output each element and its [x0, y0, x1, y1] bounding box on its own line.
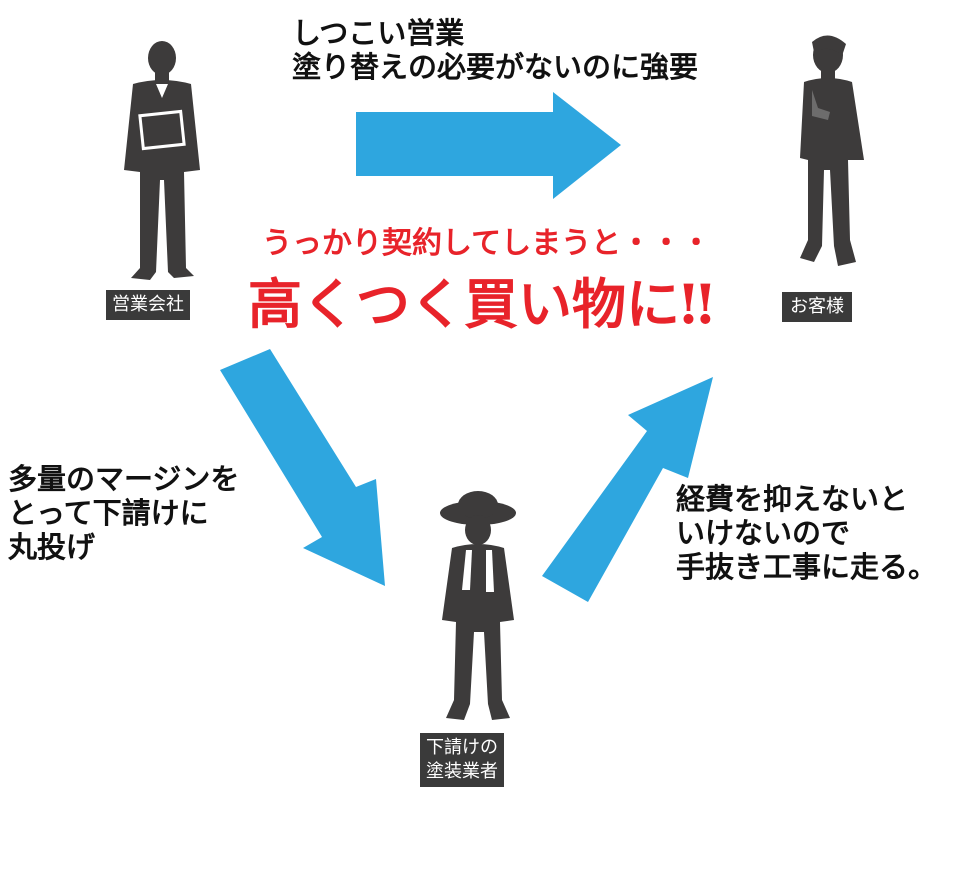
left-annotation-line-3: 丸投げ [8, 530, 96, 564]
right-annotation-line-1: 経費を抑えないと [676, 482, 909, 516]
top-annotation-line-2: 塗り替えの必要がないのに強要 [292, 50, 699, 84]
left-annotation: 多量のマージンを とって下請けに 丸投げ [8, 462, 239, 564]
headline-warning: うっかり契約してしまうと・・・ [262, 226, 712, 261]
left-annotation-line-1: 多量のマージンを [8, 462, 240, 496]
right-annotation-line-2: いけないので [676, 516, 851, 550]
arrow-sales-to-subcontractor [220, 349, 385, 586]
badge-customer-label: お客様 [790, 296, 844, 317]
businessman-silhouette-icon [124, 41, 200, 280]
badge-sales-company-label: 営業会社 [112, 294, 184, 315]
badge-subcontractor: 下請けの 塗装業者 [420, 733, 504, 787]
arrow-subcontractor-to-customer [542, 377, 713, 602]
badge-customer: お客様 [782, 292, 852, 322]
left-annotation-line-2: とって下請けに [8, 496, 209, 530]
painter-silhouette-icon [440, 491, 516, 720]
right-annotation-line-3: 手抜き工事に走る。 [676, 550, 938, 584]
badge-sales-company: 営業会社 [106, 290, 190, 320]
badge-subcontractor-line-1: 下請けの [426, 737, 498, 758]
right-annotation: 経費を抑えないと いけないので 手抜き工事に走る。 [676, 482, 937, 584]
badge-subcontractor-line-2: 塗装業者 [426, 761, 498, 782]
headline-expensive-purchase: 高くつく買い物に‼ [248, 272, 714, 336]
top-annotation-line-1: しつこい営業 [292, 16, 465, 50]
arrow-sales-to-customer [356, 92, 621, 199]
customer-silhouette-icon [800, 35, 864, 266]
top-annotation: しつこい営業 塗り替えの必要がないのに強要 [292, 16, 698, 84]
